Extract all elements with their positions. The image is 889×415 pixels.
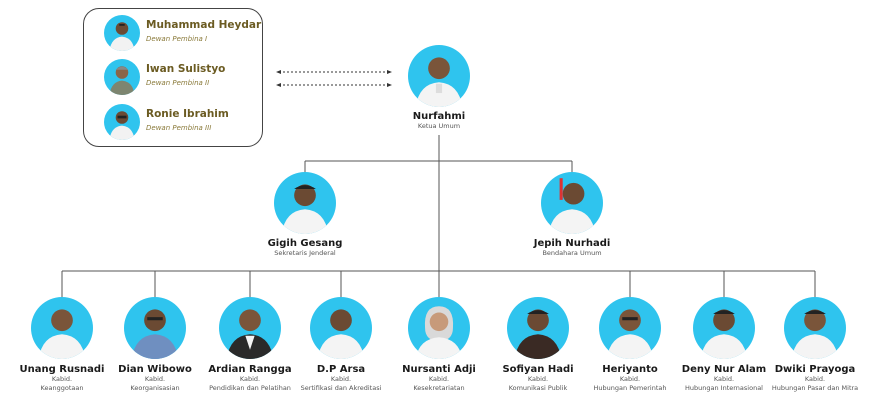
avatar xyxy=(124,297,186,359)
division-node: Dian Wibowo Kabid. Keorganisasian xyxy=(105,297,205,393)
person-name: Dwiki Prayoga xyxy=(774,364,856,375)
division-node: Nursanti Adji Kabid. Kesekretariatan xyxy=(389,297,489,393)
person-name: Nurfahmi xyxy=(412,111,466,122)
division-title: Kabid. xyxy=(713,375,735,383)
division-node: Unang Rusnadi Kabid. Keanggotaan xyxy=(12,297,112,393)
division-role: Komunikasi Publik xyxy=(508,384,568,392)
avatar xyxy=(693,297,755,359)
person-name: Nursanti Adji xyxy=(402,364,476,375)
person-name: Heriyanto xyxy=(602,364,658,375)
division-role: Kesekretariatan xyxy=(413,384,465,392)
division-role: Hubungan Pemerintah xyxy=(593,384,667,392)
advisory-board-box: Muhammad Heydar Dewan Pembina I Iwan Sul… xyxy=(83,8,263,147)
division-role: Sertifikasi dan Akreditasi xyxy=(300,384,382,392)
person-role: Sekretaris Jenderal xyxy=(274,249,336,257)
person-name: Sofiyan Hadi xyxy=(502,364,574,375)
division-title: Kabid. xyxy=(239,375,261,383)
person-name: Deny Nur Alam xyxy=(681,364,767,375)
advisor-role: Dewan Pembina I xyxy=(146,35,208,43)
avatar xyxy=(507,297,569,359)
advisor-role: Dewan Pembina III xyxy=(146,124,212,132)
advisor-role: Dewan Pembina II xyxy=(146,79,210,87)
advisor-name: Iwan Sulistyo xyxy=(146,63,226,75)
avatar xyxy=(219,297,281,359)
division-title: Kabid. xyxy=(51,375,73,383)
division-node: Ardian Rangga Kabid. Pendidikan dan Pela… xyxy=(200,297,300,393)
avatar xyxy=(274,172,336,234)
avatar xyxy=(104,59,140,95)
division-title: Kabid. xyxy=(330,375,352,383)
avatar xyxy=(31,297,93,359)
avatar xyxy=(310,297,372,359)
avatar xyxy=(599,297,661,359)
person-name: Jepih Nurhadi xyxy=(533,238,611,249)
division-role: Pendidikan dan Pelatihan xyxy=(209,384,291,392)
treasurer-node: Jepih Nurhadi Bendahara Umum xyxy=(522,172,622,258)
division-role: Hubungan Internasional xyxy=(685,384,763,392)
division-role: Keorganisasian xyxy=(130,384,180,392)
avatar xyxy=(104,15,140,51)
advisor-name: Ronie Ibrahim xyxy=(146,108,229,120)
chair-node: Nurfahmi Ketua Umum xyxy=(389,45,489,131)
person-name: D.P Arsa xyxy=(316,364,366,375)
division-node: Dwiki Prayoga Kabid. Hubungan Pasar dan … xyxy=(765,297,865,393)
division-node: Sofiyan Hadi Kabid. Komunikasi Publik xyxy=(488,297,588,393)
division-title: Kabid. xyxy=(804,375,826,383)
division-node: Heriyanto Kabid. Hubungan Pemerintah xyxy=(580,297,680,393)
person-role: Ketua Umum xyxy=(417,122,461,130)
division-node: Deny Nur Alam Kabid. Hubungan Internasio… xyxy=(674,297,774,393)
division-node: D.P Arsa Kabid. Sertifikasi dan Akredita… xyxy=(291,297,391,393)
division-title: Kabid. xyxy=(144,375,166,383)
advisor-name: Muhammad Heydar xyxy=(146,19,262,31)
person-name: Unang Rusnadi xyxy=(19,364,105,375)
avatar xyxy=(541,172,603,234)
avatar xyxy=(104,104,140,140)
person-name: Gigih Gesang xyxy=(267,238,343,249)
division-title: Kabid. xyxy=(619,375,641,383)
avatar xyxy=(408,297,470,359)
division-title: Kabid. xyxy=(527,375,549,383)
person-role: Bendahara Umum xyxy=(542,249,602,257)
secretary-node: Gigih Gesang Sekretaris Jenderal xyxy=(255,172,355,258)
avatar xyxy=(784,297,846,359)
avatar xyxy=(408,45,470,107)
division-title: Kabid. xyxy=(428,375,450,383)
person-name: Dian Wibowo xyxy=(118,364,192,375)
person-name: Ardian Rangga xyxy=(208,364,292,375)
division-role: Hubungan Pasar dan Mitra xyxy=(771,384,859,392)
division-role: Keanggotaan xyxy=(40,384,84,392)
